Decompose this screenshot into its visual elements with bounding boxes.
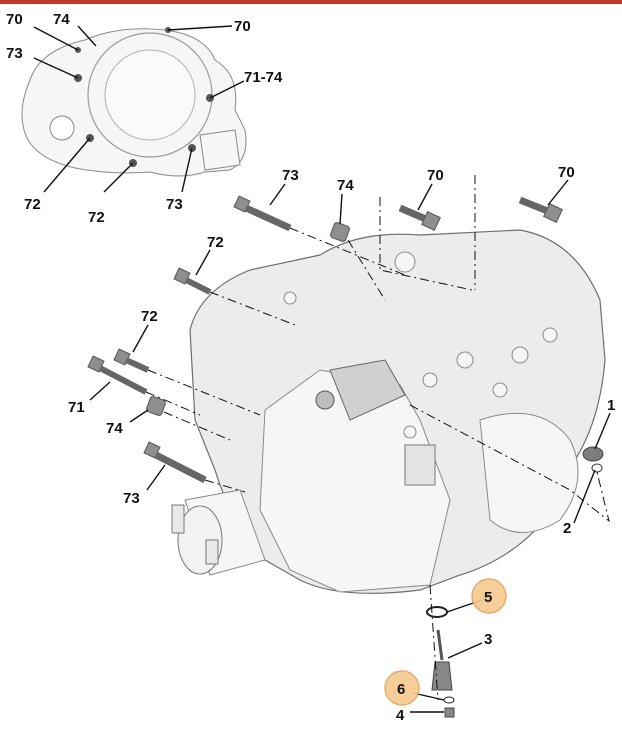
label-main-70-mid: 70	[427, 167, 444, 184]
gearbox-assembly	[171, 229, 606, 594]
label-main-74-left: 74	[106, 420, 123, 437]
label-main-70-right: 70	[558, 164, 575, 181]
label-part-3: 3	[484, 631, 492, 648]
spacer-74-left	[146, 396, 166, 416]
label-inset-73-bottom: 73	[166, 196, 183, 213]
assembly-lines	[145, 175, 610, 701]
label-part-6: 6	[397, 681, 405, 698]
plug-1	[582, 446, 604, 462]
label-main-73-top: 73	[282, 167, 299, 184]
leader-lines	[89, 179, 611, 713]
inset-housing-view	[21, 25, 247, 193]
seal-2	[591, 463, 603, 473]
label-main-72-upper: 72	[207, 234, 224, 251]
bolt-72-lower	[113, 348, 150, 373]
label-inset-72-mid: 72	[88, 209, 105, 226]
o-ring-5	[426, 606, 448, 618]
label-inset-73-left: 73	[6, 45, 23, 62]
label-inset-70-left: 70	[6, 11, 23, 28]
label-main-73-left: 73	[123, 490, 140, 507]
bolt-73-top	[233, 195, 292, 232]
bolt-72-upper	[173, 267, 212, 295]
highlight-6	[384, 670, 420, 706]
washer-6	[443, 696, 455, 704]
label-inset-71-74: 71-74	[244, 69, 283, 86]
spacer-74-top	[330, 222, 350, 242]
highlight-5	[471, 578, 507, 614]
plug-4	[444, 707, 455, 718]
label-part-5: 5	[484, 589, 492, 606]
label-inset-74: 74	[53, 11, 70, 28]
label-inset-70-right: 70	[234, 18, 251, 35]
header-accent-bar	[0, 0, 622, 4]
callout-labels: 70 74 70 73 71-74 72 72 73 73 74 70 70 7…	[6, 11, 615, 724]
filter-housing	[171, 489, 266, 576]
label-inset-72-left: 72	[24, 196, 41, 213]
label-main-72-lower: 72	[141, 308, 158, 325]
label-part-2: 2	[563, 520, 571, 537]
bolt-71	[87, 355, 148, 395]
label-main-71: 71	[68, 399, 85, 416]
bolt-73-left	[143, 441, 207, 484]
label-part-1: 1	[607, 397, 615, 414]
label-main-74-top: 74	[337, 177, 354, 194]
bolt-70-mid	[398, 204, 441, 231]
label-part-4: 4	[396, 707, 405, 724]
bolt-70-right	[518, 196, 563, 223]
dipstick-3	[431, 629, 453, 691]
